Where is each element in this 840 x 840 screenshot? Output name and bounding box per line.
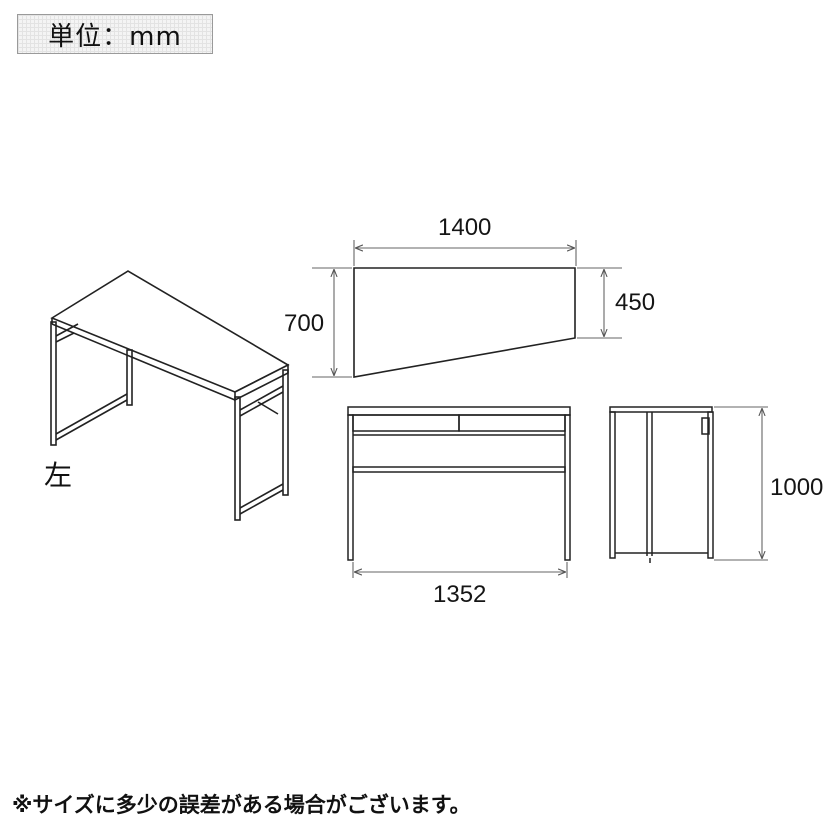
side-view bbox=[609, 406, 768, 563]
front-crossbar bbox=[352, 466, 566, 473]
front-view bbox=[347, 406, 571, 578]
top-view bbox=[312, 240, 622, 378]
front-drawer-right bbox=[458, 414, 566, 432]
front-left-leg bbox=[347, 414, 354, 561]
front-tabletop bbox=[347, 406, 571, 416]
dim-label-front-width: 1352 bbox=[433, 581, 487, 608]
perspective-side-label: 左 bbox=[44, 459, 73, 492]
top-view-outline bbox=[353, 267, 576, 378]
unit-label: 単位：mm bbox=[17, 14, 213, 54]
front-drawer-left bbox=[352, 414, 460, 432]
perspective-left-leg bbox=[50, 321, 133, 446]
side-hook bbox=[701, 417, 710, 435]
perspective-view bbox=[50, 270, 290, 521]
dim-label-top-width: 1400 bbox=[438, 214, 492, 241]
side-tabletop bbox=[609, 406, 713, 413]
side-right-leg bbox=[707, 411, 714, 559]
dim-label-height: 1000 bbox=[770, 474, 824, 501]
perspective-right-leg bbox=[234, 369, 289, 521]
side-left-leg bbox=[609, 411, 616, 559]
size-disclaimer-note: ※サイズに多少の誤差がある場合がございます。 bbox=[12, 793, 471, 817]
dim-label-depth-left: 700 bbox=[284, 310, 325, 337]
front-right-leg bbox=[564, 414, 571, 561]
dim-label-depth-right: 450 bbox=[615, 289, 656, 316]
